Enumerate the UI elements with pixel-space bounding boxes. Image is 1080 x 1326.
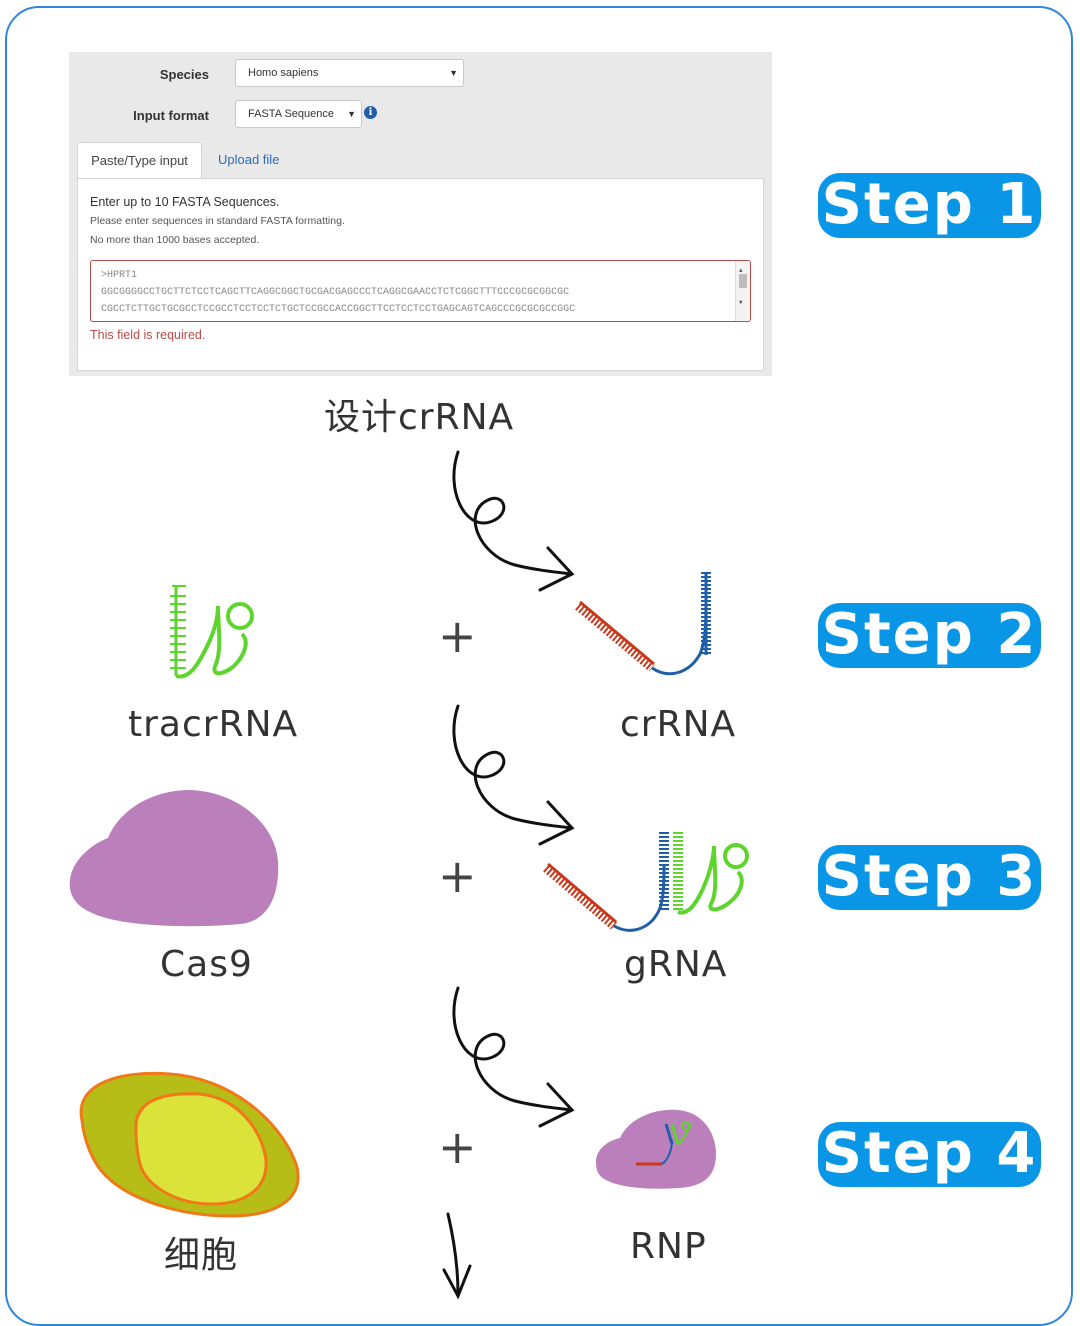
cell-icon: [79, 1071, 300, 1218]
chevron-down-icon: ▼: [347, 109, 356, 119]
input-format-value: FASTA Sequence: [248, 108, 335, 120]
curly-arrow-icon: [452, 704, 575, 846]
crispr-design-form: Species Homo sapiens ▼ Input format FAST…: [69, 52, 772, 376]
scrollbar-thumb[interactable]: [739, 274, 747, 288]
instruction-heading: Enter up to 10 FASTA Sequences.: [90, 195, 280, 209]
instruction-limit: No more than 1000 bases accepted.: [90, 234, 260, 246]
species-select[interactable]: Homo sapiens ▼: [235, 59, 464, 87]
rnp-complex-icon: [596, 1109, 716, 1189]
scroll-down-icon[interactable]: ▼: [739, 299, 743, 306]
caption-rnp: RNP: [630, 1226, 707, 1267]
input-format-select[interactable]: FASTA Sequence ▼: [235, 100, 362, 128]
grna-icon: [543, 832, 749, 932]
tab-content: Enter up to 10 FASTA Sequences. Please e…: [77, 178, 764, 371]
info-icon[interactable]: i: [364, 106, 377, 119]
input-format-label: Input format: [133, 108, 209, 123]
caption-tracrrna: tracrRNA: [128, 704, 299, 745]
chevron-down-icon: ▼: [449, 68, 458, 78]
tracrrna-icon: [170, 585, 254, 679]
sequence-line-header: >HPRT1: [101, 270, 138, 281]
curly-arrow-icon: [452, 986, 575, 1128]
error-message: This field is required.: [90, 328, 206, 342]
caption-grna: gRNA: [624, 944, 728, 985]
plus-sign: +: [438, 849, 477, 903]
cas9-protein-icon: [69, 790, 279, 927]
species-label: Species: [159, 67, 209, 82]
step-3-badge: Step 3: [818, 845, 1041, 910]
species-value: Homo sapiens: [248, 67, 319, 79]
sequence-textarea[interactable]: >HPRT1 GGCGGGGCCTGCTTCTCCTCAGCTTCAGGCGGC…: [90, 260, 751, 322]
caption-crrna: crRNA: [620, 704, 737, 745]
curly-arrow-icon: [452, 450, 575, 592]
instruction-format: Please enter sequences in standard FASTA…: [90, 215, 345, 227]
down-arrow-icon: [442, 1212, 472, 1300]
caption-cas9: Cas9: [160, 944, 253, 985]
sequence-line: GGCGGGGCCTGCTTCTCCTCAGCTTCAGGCGGCTGCGACG…: [101, 287, 570, 298]
step-1-badge: Step 1: [818, 173, 1041, 238]
crrna-icon: [575, 572, 711, 676]
tab-paste-type-input[interactable]: Paste/Type input: [77, 142, 202, 179]
plus-sign: +: [438, 609, 477, 663]
scroll-up-icon[interactable]: ▲: [739, 267, 743, 274]
sequence-line: CGCCTCTTGCTGCGCCTCCGCCTCCTCCTCTGCTCCGCCA…: [101, 304, 576, 315]
caption-design-crrna: 设计crRNA: [324, 397, 515, 438]
caption-cell: 细胞: [164, 1235, 239, 1276]
step-4-badge: Step 4: [818, 1122, 1041, 1187]
tab-upload-file[interactable]: Upload file: [218, 152, 280, 167]
step-2-badge: Step 2: [818, 603, 1041, 668]
plus-sign: +: [438, 1120, 477, 1174]
textarea-scrollbar[interactable]: ▲ ▼: [735, 261, 750, 321]
